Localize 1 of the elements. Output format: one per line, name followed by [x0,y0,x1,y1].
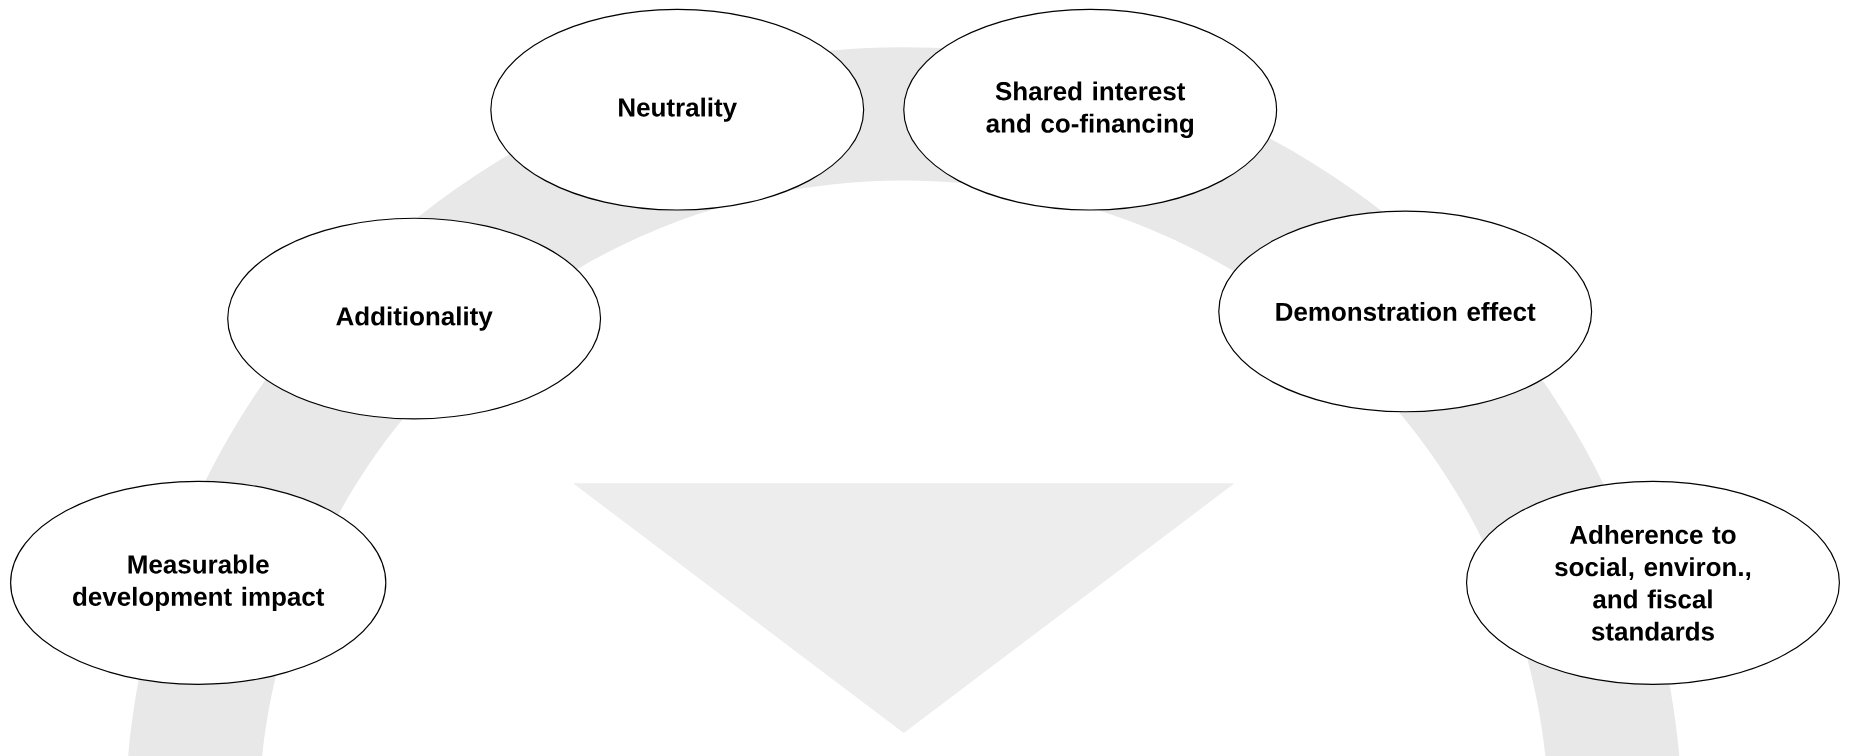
node-label: Adherence to social, environ., and fiscal standards [1555,524,1751,641]
